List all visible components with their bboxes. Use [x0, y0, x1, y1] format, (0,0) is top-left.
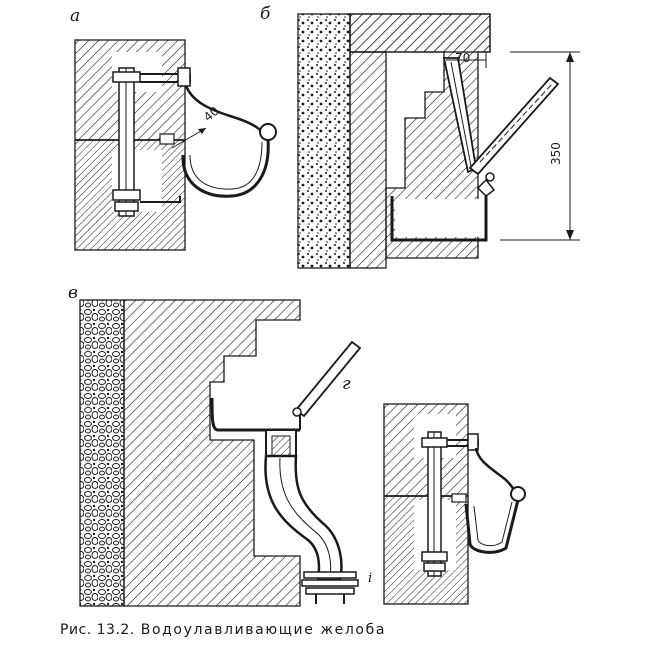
detail-g-gutter — [464, 499, 520, 554]
detail-a-hook — [184, 85, 270, 141]
detail-g — [383, 403, 526, 605]
label-d: i — [368, 571, 373, 586]
detail-v-rubble — [79, 299, 125, 607]
detail-b-width: 70 — [455, 51, 470, 65]
detail-b-height: 350 — [549, 142, 563, 165]
label-v: в — [68, 283, 78, 303]
caption-number: Рис. 13.2. — [60, 622, 135, 638]
detail-b-gutter — [390, 196, 488, 242]
detail-a-gutter — [181, 139, 270, 198]
label-g: г — [342, 374, 351, 394]
detail-v-masonry — [123, 299, 301, 607]
detail-a: 40 — [74, 39, 277, 251]
detail-v-flap — [294, 340, 362, 418]
detail-b-insulation — [297, 13, 351, 269]
detail-a-radius: 40 — [201, 104, 222, 125]
detail-v-gutter — [210, 397, 300, 432]
caption-title: Водоулавливающие желоба — [140, 622, 387, 638]
figure-caption: Рис. 13.2. Водоулавливающие желоба — [60, 622, 386, 638]
label-b: б — [260, 4, 271, 24]
detail-v — [79, 299, 362, 607]
detail-b: 70 350 — [297, 13, 580, 269]
label-a: а — [70, 6, 81, 26]
